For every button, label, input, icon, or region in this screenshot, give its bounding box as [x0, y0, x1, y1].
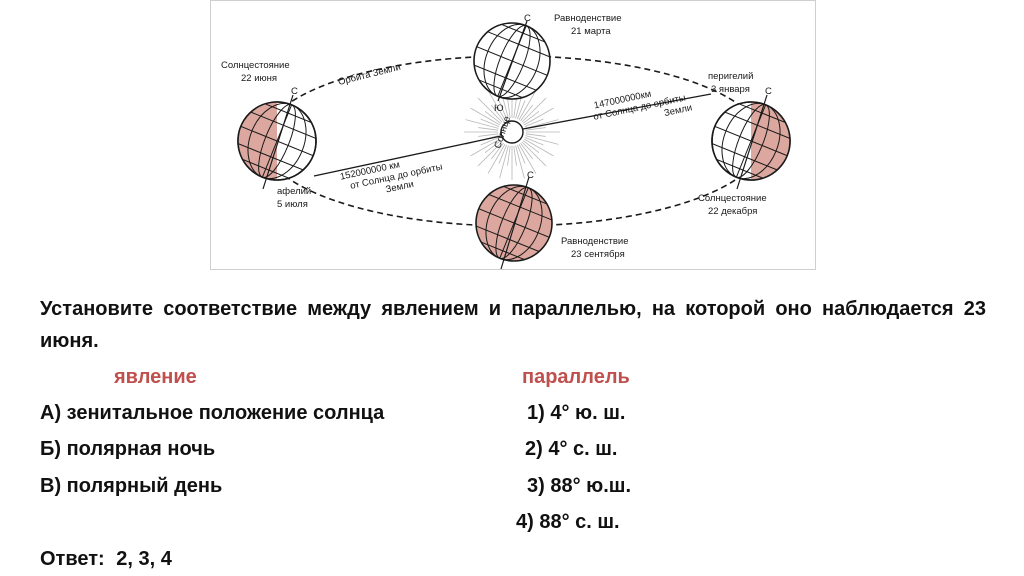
sun-ray [525, 133, 546, 137]
label-aphelion-2: 5 июля [277, 199, 308, 210]
distance-line-near [522, 93, 712, 130]
question-text: Установите соответствие между явлением и… [40, 298, 986, 352]
distance-line-far [313, 135, 502, 177]
parallel-4: 4) 88° с. ш. [516, 511, 620, 533]
answer-line: Ответ: 2, 3, 4 [40, 546, 172, 572]
sun-ray [490, 104, 504, 122]
sun-disc [500, 120, 524, 144]
label-march-1: Равноденствие [554, 13, 621, 24]
earth-orbit-diagram: Солнце 147000000км от Солнца до орбиты З… [210, 0, 816, 270]
globe-march-equinox: С Ю [473, 13, 551, 114]
globe-june-solstice: С [237, 86, 317, 190]
sun-ray [520, 142, 534, 160]
sun-ray [477, 97, 503, 123]
sun-ray [484, 140, 502, 154]
svg-text:Ю: Ю [494, 103, 504, 114]
sun-ray [487, 90, 506, 121]
label-june-2: 22 июня [241, 73, 277, 84]
sun-ray [498, 144, 508, 164]
sun-ray [480, 136, 500, 146]
globe-september-equinox: С [475, 170, 553, 270]
sun-ray [513, 98, 517, 119]
sun-ray [516, 144, 526, 164]
orbit-svg: Солнце 147000000км от Солнца до орбиты З… [221, 13, 791, 270]
answer-label: Ответ: [40, 548, 105, 570]
sun-ray [521, 97, 547, 123]
parallel-1: 1) 4° ю. ш. [527, 402, 626, 424]
label-september-1: Равноденствие [561, 236, 628, 247]
sun-ray [484, 110, 502, 124]
sun-ray [465, 119, 499, 129]
sun-ray [498, 100, 508, 120]
sun-ray [516, 100, 526, 120]
sun-ray [478, 127, 499, 131]
answer-value: 2, 3, 4 [116, 548, 172, 570]
label-december-2: 22 декабря [708, 206, 757, 217]
sun-ray [513, 145, 517, 166]
label-december-1: Солнцестояние [698, 193, 767, 204]
label-perihelion-1: перигелий [708, 71, 753, 82]
orbit-label: Орбита Земли [337, 62, 402, 88]
label-perihelion-2: 3 января [711, 84, 750, 95]
sun-ray [499, 145, 509, 179]
sun-ray [490, 142, 504, 160]
sun-ray [518, 90, 537, 121]
globe-december-solstice: С [711, 86, 791, 190]
sun-ray [470, 107, 501, 126]
label-june-1: Солнцестояние [221, 60, 290, 71]
parallel-2: 2) 4° с. ш. [525, 438, 618, 460]
svg-text:С: С [765, 86, 772, 97]
sun-ray [480, 118, 500, 128]
svg-text:С: С [524, 13, 531, 24]
sun-ray [507, 98, 511, 119]
label-september-2: 23 сентября [571, 249, 625, 260]
label-aphelion-1: афелий [277, 186, 311, 197]
parallel-3: 3) 88° ю.ш. [527, 475, 632, 497]
sun-ray [518, 143, 537, 174]
sun-ray [520, 104, 534, 122]
sun-ray [522, 110, 540, 124]
header-parallel: параллель [522, 366, 630, 388]
sun-ray [470, 138, 501, 157]
sun-ray [524, 118, 544, 128]
sun-ray [487, 143, 506, 174]
phenomenon-v: В) полярный день [40, 475, 223, 497]
sun-ray [522, 140, 540, 154]
sun-ray [478, 133, 499, 137]
sun-ray [525, 135, 559, 145]
sun-ray [523, 107, 554, 126]
label-march-2: 21 марта [571, 26, 611, 37]
phenomenon-a: А) зенитальное положение солнца [40, 402, 385, 424]
header-phenomenon: явление [114, 366, 197, 388]
sun-ray [521, 141, 547, 167]
phenomenon-b: Б) полярная ночь [40, 438, 216, 460]
sun-ray [507, 145, 511, 166]
svg-text:С: С [291, 86, 298, 97]
svg-text:С: С [527, 170, 534, 181]
sun-ray [477, 141, 503, 167]
sun-ray [524, 136, 544, 146]
sun-ray [515, 145, 525, 179]
sun-ray [525, 127, 546, 131]
sun-ray [523, 138, 554, 157]
